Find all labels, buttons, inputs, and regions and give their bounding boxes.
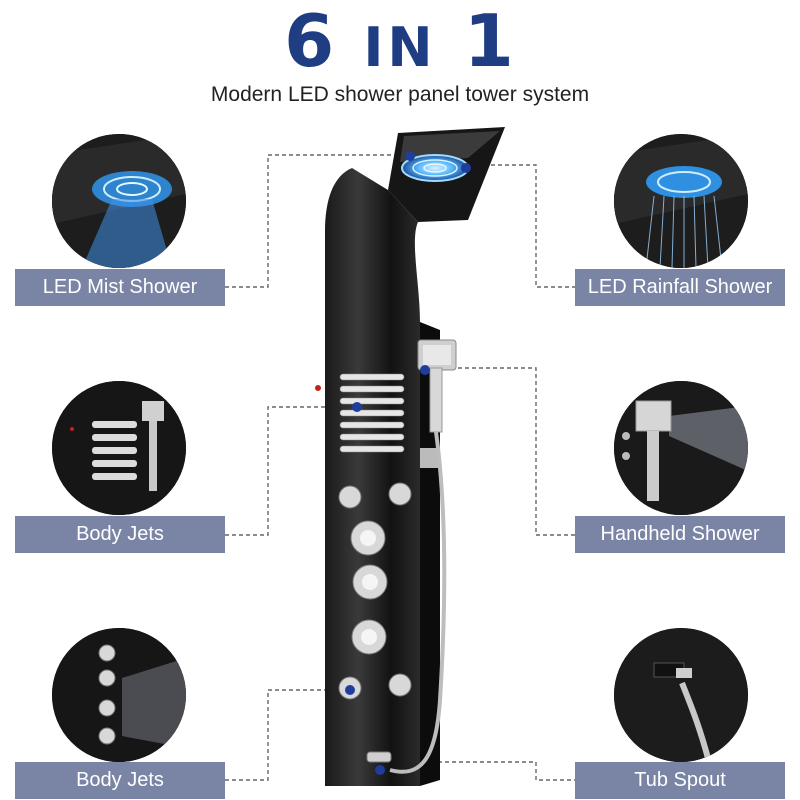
label-body-jets-2: Body Jets	[15, 762, 225, 799]
handheld-shower-image	[614, 381, 748, 515]
connector-rainfall	[470, 164, 575, 288]
title-number-2: 1	[463, 0, 516, 83]
label-handheld-shower: Handheld Shower	[575, 516, 785, 553]
label-body-jets-1: Body Jets	[15, 516, 225, 553]
body-jets-image-2	[52, 628, 186, 762]
title-in: IN	[363, 16, 437, 79]
led-mist-shower-image	[52, 134, 186, 268]
led-rainfall-shower-image	[614, 134, 748, 268]
connector-tub-spout	[382, 761, 575, 781]
connector-body-jets-1	[225, 406, 350, 536]
connector-mist	[225, 154, 410, 288]
subtitle: Modern LED shower panel tower system	[210, 83, 590, 106]
tub-spout-image	[614, 628, 748, 762]
connector-handheld	[430, 367, 575, 536]
body-jets-image-1	[52, 381, 186, 515]
label-led-rainfall-shower: LED Rainfall Shower	[575, 269, 785, 306]
page-title: 6 IN 1	[0, 2, 800, 87]
title-number: 6	[284, 0, 337, 83]
label-tub-spout: Tub Spout	[575, 762, 785, 799]
connector-body-jets-2	[225, 689, 345, 781]
label-led-mist-shower: LED Mist Shower	[15, 269, 225, 306]
